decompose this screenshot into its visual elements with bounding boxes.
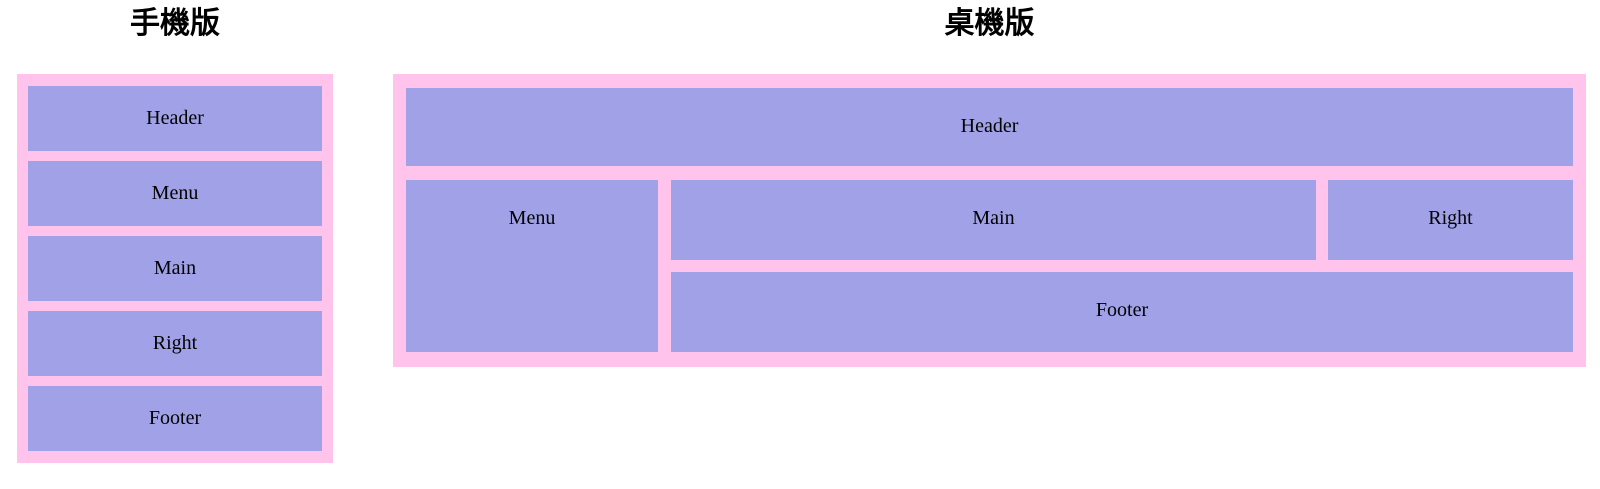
mobile-block-right: Right — [28, 311, 322, 376]
mobile-block-footer: Footer — [28, 386, 322, 451]
desktop-title: 桌機版 — [944, 7, 1035, 40]
desktop-content-column: Main Right Footer — [671, 180, 1573, 352]
desktop-block-main: Main — [671, 180, 1316, 260]
desktop-block-menu: Menu — [406, 180, 658, 352]
mobile-block-menu: Menu — [28, 161, 322, 226]
mobile-block-header: Header — [28, 86, 322, 151]
desktop-block-footer: Footer — [671, 272, 1573, 352]
mobile-layout-frame: Header Menu Main Right Footer — [17, 74, 333, 463]
mobile-title: 手機版 — [130, 7, 220, 40]
desktop-block-right: Right — [1328, 180, 1573, 260]
mobile-panel: 手機版 Header Menu Main Right Footer — [17, 6, 333, 463]
desktop-body-row: Menu Main Right Footer — [406, 180, 1573, 352]
desktop-layout-frame: Header Menu Main Right Footer — [393, 74, 1586, 367]
desktop-panel: 桌機版 Header Menu Main Right Footer — [393, 6, 1586, 367]
desktop-block-header: Header — [406, 88, 1573, 166]
mobile-block-main: Main — [28, 236, 322, 301]
desktop-main-row: Main Right — [671, 180, 1573, 260]
layout-comparison: 手機版 Header Menu Main Right Footer 桌機版 He… — [17, 6, 1586, 463]
